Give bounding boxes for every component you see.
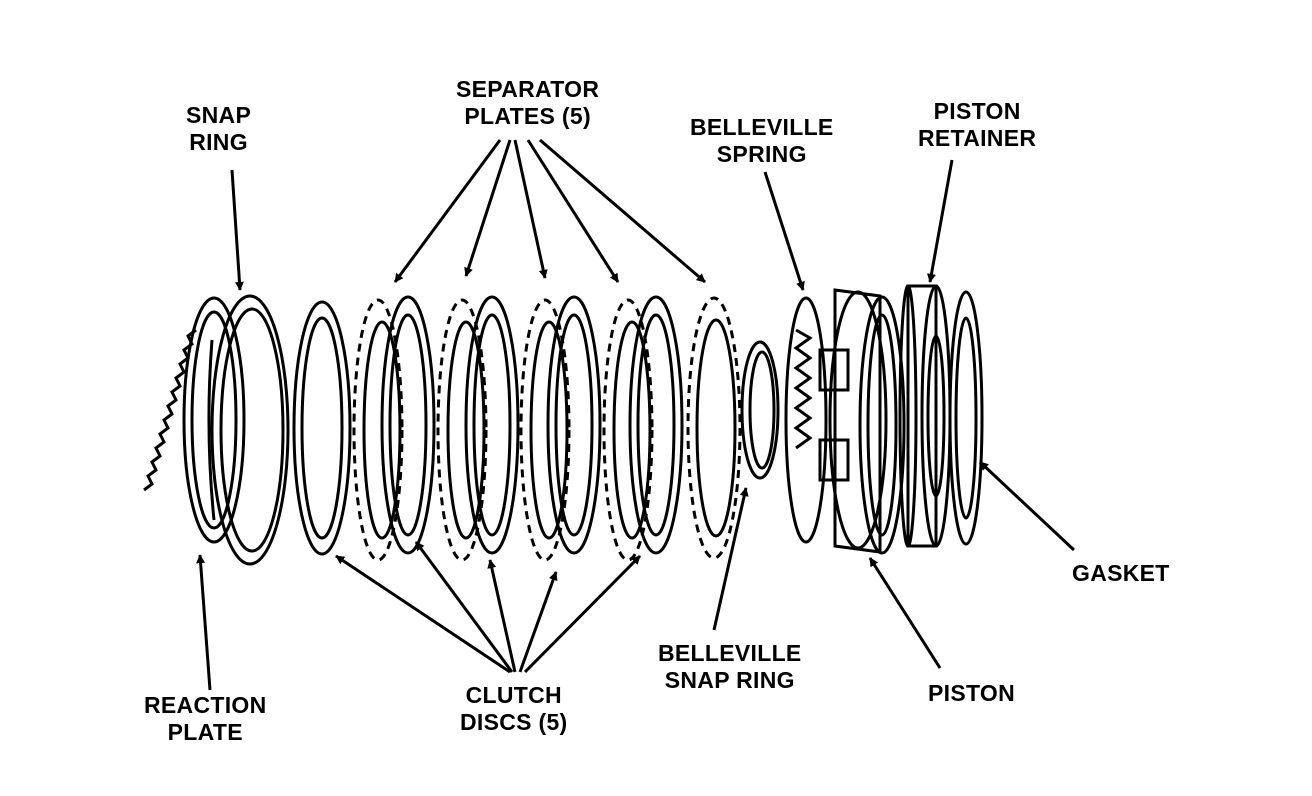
piston-part bbox=[818, 288, 906, 555]
belleville-snap-ring-part bbox=[740, 340, 780, 480]
piston-retainer-part bbox=[898, 284, 952, 548]
separator-plate-5 bbox=[628, 295, 684, 555]
arrow-clutch-1 bbox=[335, 554, 511, 674]
clutch-disc-2 bbox=[436, 298, 488, 562]
clutch-disc-5 bbox=[686, 296, 742, 560]
clutch-disc-4 bbox=[602, 298, 654, 562]
snap-ring-part bbox=[207, 294, 290, 566]
arrow-clutch-5 bbox=[523, 554, 642, 674]
clutch-disc-3 bbox=[519, 298, 571, 562]
belleville-spring-part bbox=[784, 296, 828, 544]
arrow-piston bbox=[868, 557, 942, 669]
arrow-separator-4 bbox=[526, 139, 620, 283]
clutch-disc-1 bbox=[352, 298, 404, 562]
arrow-reaction-plate bbox=[196, 554, 212, 691]
arrow-clutch-2 bbox=[414, 541, 514, 673]
arrow-separator-3 bbox=[513, 139, 548, 279]
leader-arrows bbox=[196, 138, 1076, 691]
arrow-piston-retainer bbox=[927, 159, 954, 283]
arrow-separator-2 bbox=[464, 139, 512, 277]
arrow-separator-1 bbox=[393, 139, 502, 283]
separator-plate-4 bbox=[546, 295, 602, 555]
separator-plate-2 bbox=[380, 295, 436, 555]
gasket-part bbox=[948, 290, 984, 546]
arrow-belleville-spring bbox=[763, 171, 805, 291]
reaction-plate-part bbox=[143, 296, 246, 544]
arrow-gasket bbox=[978, 460, 1076, 552]
separator-plate-3 bbox=[464, 295, 520, 555]
arrow-clutch-4 bbox=[518, 571, 558, 673]
arrow-belleville-snap-ring bbox=[712, 487, 749, 631]
label-gasket: GASKET bbox=[1072, 560, 1170, 586]
separator-plate-1 bbox=[292, 300, 352, 556]
arrow-snap-ring bbox=[230, 169, 244, 291]
arrow-clutch-3 bbox=[487, 559, 517, 673]
label-piston: PISTON bbox=[928, 680, 1016, 706]
arrow-separator-5 bbox=[539, 138, 706, 284]
